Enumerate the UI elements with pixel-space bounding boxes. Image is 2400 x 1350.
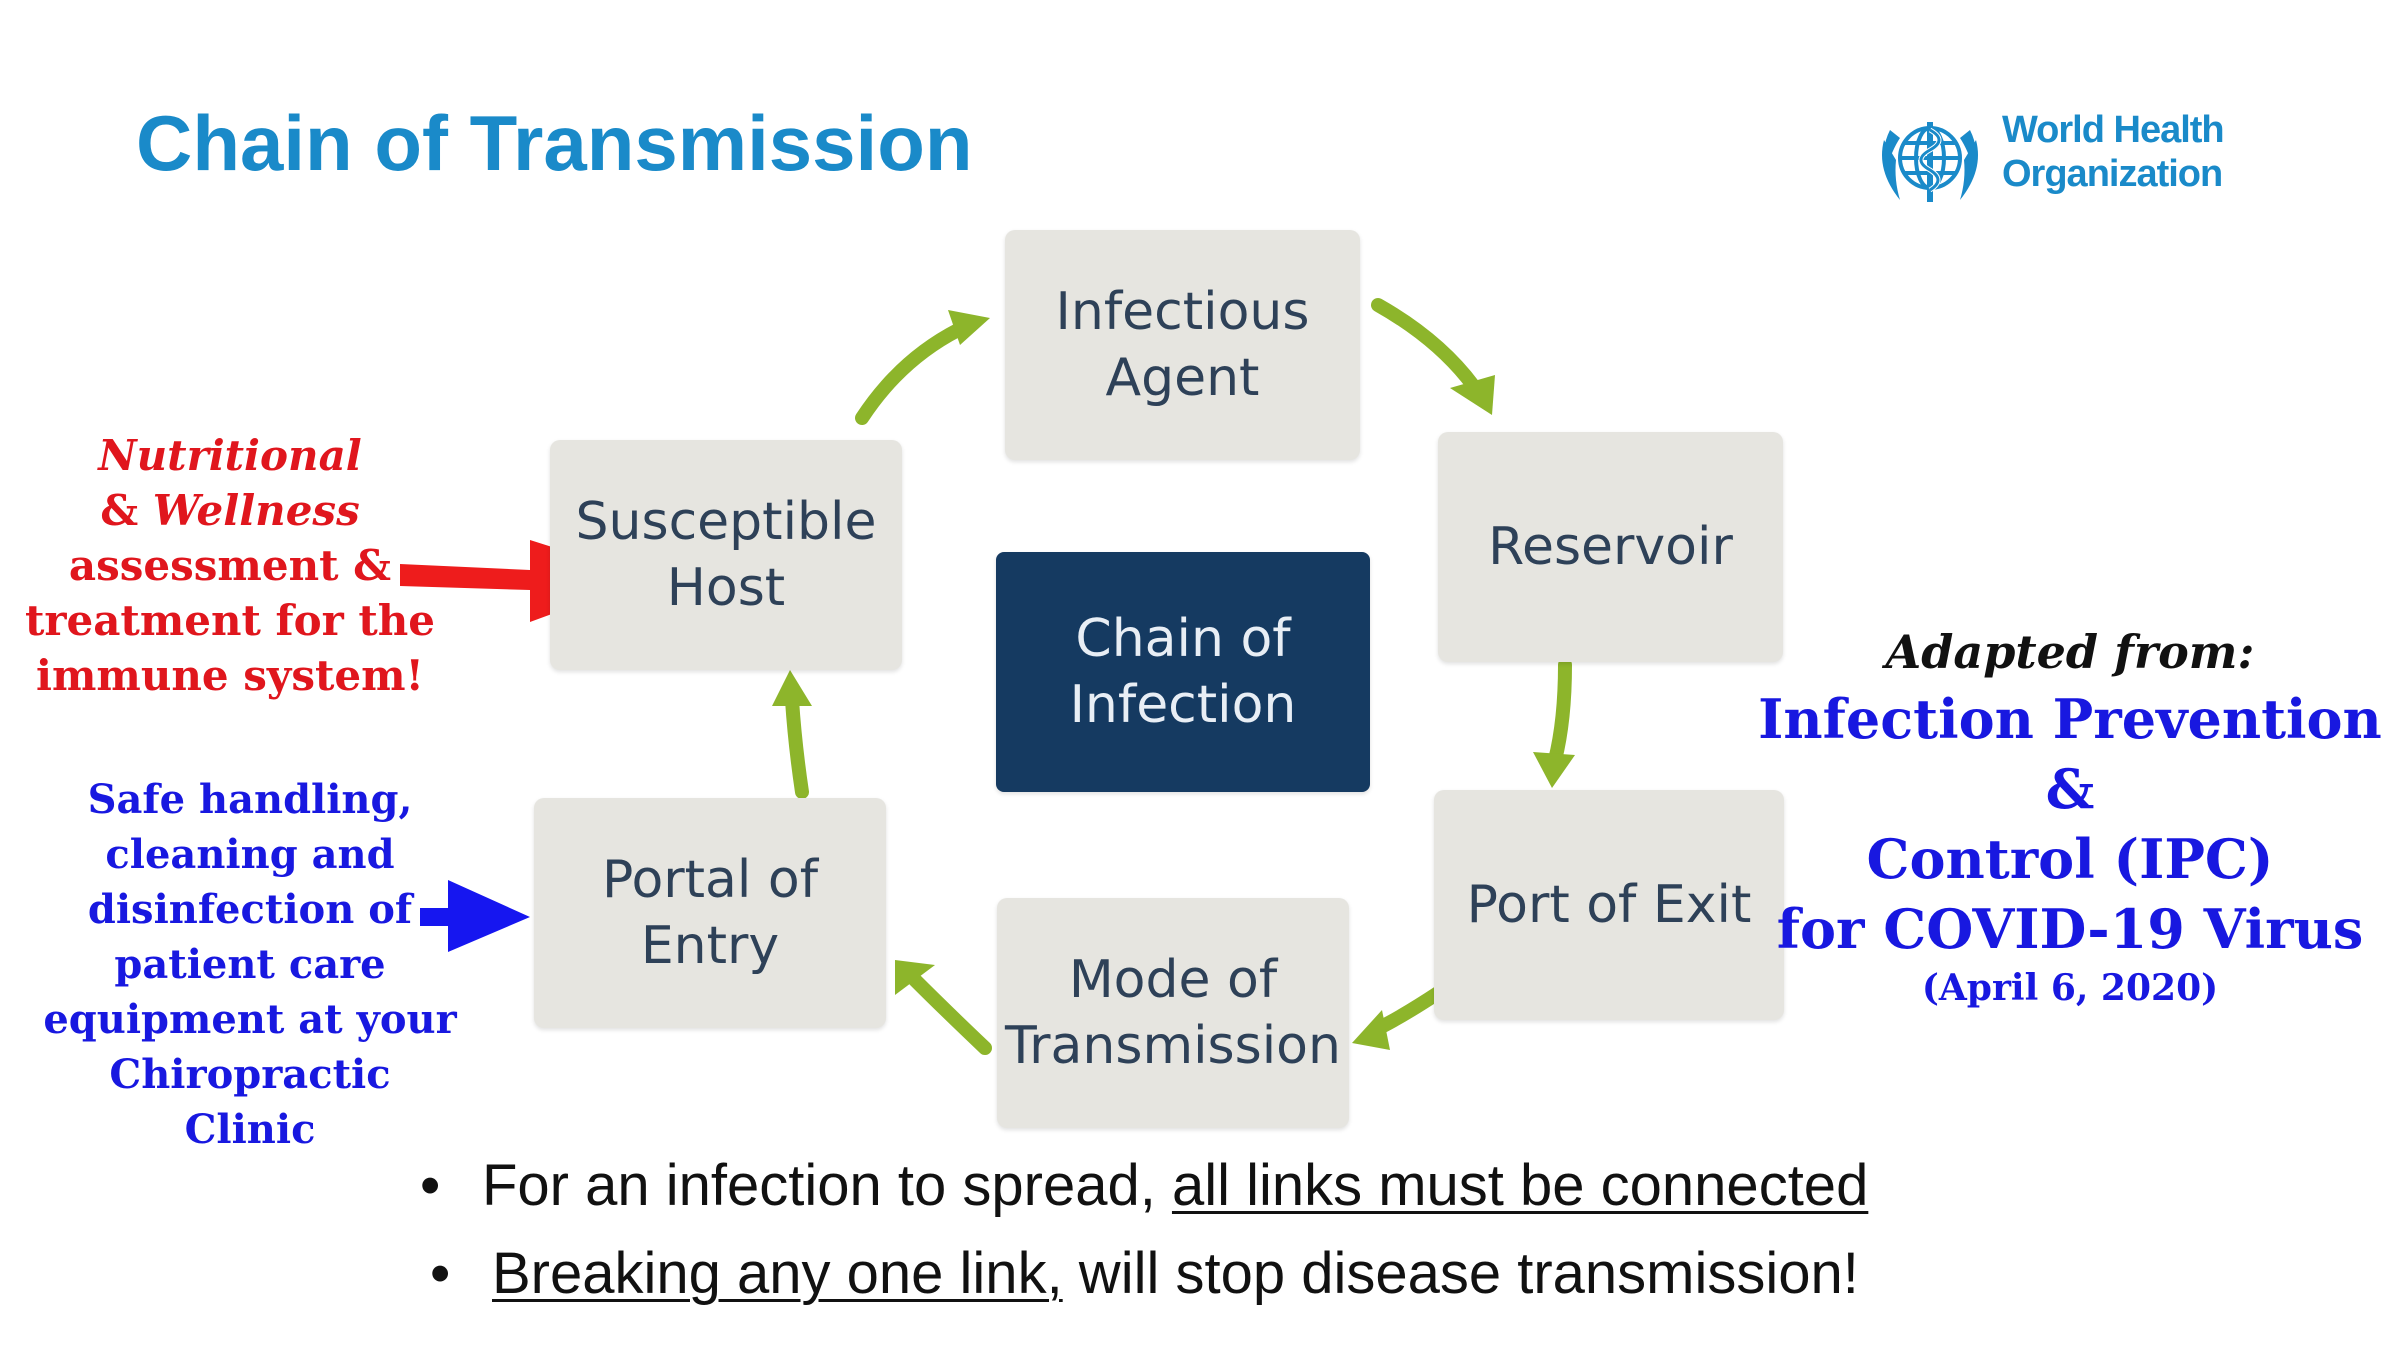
who-logo-line1: World Health xyxy=(2002,109,2225,151)
bullet-text: For an infection to spread, all links mu… xyxy=(482,1152,1868,1219)
arrowhead-agent xyxy=(948,310,990,345)
blue-arrow xyxy=(420,880,530,952)
bullet2-emphasis: Breaking any one link, xyxy=(492,1241,1063,1306)
host-note-nutritional: Nutritional xyxy=(98,431,362,480)
host-note-line3: assessment & xyxy=(68,541,392,590)
entry-note-line: equipment at your xyxy=(43,996,457,1043)
bullet1-emphasis: all links must be connected xyxy=(1171,1153,1869,1218)
source-title-line1: Infection Prevention & xyxy=(1758,687,2382,821)
source-date: (April 6, 2020) xyxy=(1921,967,2219,1009)
node-port-of-exit: Port of Exit xyxy=(1434,790,1784,1020)
bullet-dot: • xyxy=(420,1153,441,1218)
node-portal-of-entry-label: Portal of Entry xyxy=(601,850,819,976)
node-chain-of-infection: Chain of Infection xyxy=(996,552,1370,792)
host-note-wellness: Wellness xyxy=(152,486,360,535)
node-susceptible-host: Susceptible Host xyxy=(550,440,902,670)
arrowhead-entry xyxy=(895,960,935,995)
arrowhead-mode xyxy=(1352,1010,1390,1050)
bullet-item: • For an infection to spread, all links … xyxy=(420,1152,2120,1240)
arrowhead-host xyxy=(772,670,812,706)
node-chain-of-infection-label: Chain of Infection xyxy=(1069,609,1297,735)
node-infectious-agent: Infectious Agent xyxy=(1005,230,1360,460)
node-reservoir: Reservoir xyxy=(1438,432,1783,662)
arrowhead-reservoir xyxy=(1450,375,1495,415)
host-note-line4: treatment for the xyxy=(24,596,436,645)
arrow-reservoir-to-exit xyxy=(1548,658,1572,767)
entry-note-line: Safe handling, xyxy=(87,776,413,823)
node-mode-of-transmission: Mode of Transmission xyxy=(997,898,1349,1128)
entry-note-line: cleaning and xyxy=(105,831,395,878)
who-logo-text: World Health Organization xyxy=(2002,108,2225,196)
source-citation: Adapted from: Infection Prevention & Con… xyxy=(1730,620,2400,1012)
arrowhead-exit xyxy=(1533,752,1575,788)
host-note-amp: & xyxy=(100,486,153,535)
entry-note-line: Chiropractic xyxy=(109,1051,391,1098)
page-title: Chain of Transmission xyxy=(136,99,973,187)
node-port-of-exit-label: Port of Exit xyxy=(1466,875,1752,935)
bullet2-text: will stop disease transmission! xyxy=(1062,1241,1859,1306)
entry-note-line: patient care xyxy=(114,941,386,988)
who-logo-line2: Organization xyxy=(2002,153,2223,195)
arrow-host-to-agent xyxy=(855,323,965,425)
source-title-line2: Control (IPC) xyxy=(1866,827,2274,891)
who-emblem-icon xyxy=(1882,122,1978,202)
node-reservoir-label: Reservoir xyxy=(1488,517,1733,577)
host-note-line5: immune system! xyxy=(36,651,424,700)
node-portal-of-entry: Portal of Entry xyxy=(534,798,886,1028)
host-annotation: Nutritional & Wellness assessment & trea… xyxy=(20,428,440,703)
arrow-entry-to-host xyxy=(785,693,809,799)
arrow-agent-to-reservoir xyxy=(1371,298,1482,395)
entry-note-line: disinfection of xyxy=(87,886,413,933)
entry-note-line: Clinic xyxy=(184,1106,316,1153)
arrow-mode-to-entry xyxy=(908,973,992,1055)
entry-annotation: Safe handling, cleaning and disinfection… xyxy=(40,772,460,1157)
bullet-item: • Breaking any one link, will stop disea… xyxy=(420,1240,2120,1328)
bullet-list: • For an infection to spread, all links … xyxy=(420,1152,2120,1328)
bullet-text: Breaking any one link, will stop disease… xyxy=(492,1240,1859,1307)
bullet-dot: • xyxy=(430,1241,451,1306)
source-title-line3: for COVID-19 Virus xyxy=(1776,897,2364,961)
who-logo: World Health Organization xyxy=(1870,100,2230,220)
node-susceptible-host-label: Susceptible Host xyxy=(575,492,877,618)
adapted-from-label: Adapted from: xyxy=(1885,625,2255,679)
bullet1-text: For an infection to spread, xyxy=(482,1153,1172,1218)
node-infectious-agent-label: Infectious Agent xyxy=(1055,282,1310,408)
node-mode-of-transmission-label: Mode of Transmission xyxy=(1005,950,1341,1076)
